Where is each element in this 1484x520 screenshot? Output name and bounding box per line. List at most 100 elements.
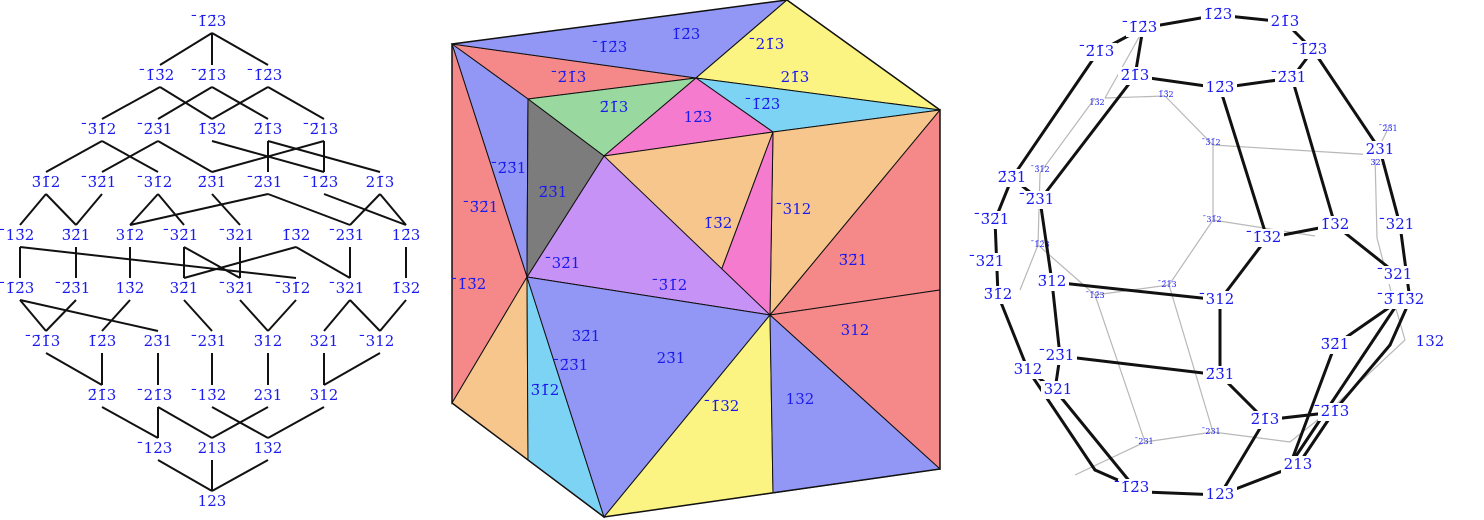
polytope-back-labels: 1̄3̄21̄3̄2̄2̄3̄1̄3̄2̄1̄3̄1̄2̄3̄1̄2̄31̄2̄… — [1030, 90, 1397, 446]
polytope-label-background — [1203, 291, 1237, 309]
polytope-front-edge — [1026, 368, 1097, 472]
polytope-label-background — [1203, 486, 1237, 504]
polytope-back-label: ̄231 — [1201, 427, 1220, 436]
hasse-node-label: 213 — [198, 439, 227, 457]
hasse-edge — [19, 246, 297, 279]
hasse-node-label: ̄32̄1 — [220, 279, 255, 297]
hasse-node-label: 1̄2̄3 — [88, 332, 117, 350]
hasse-node-label: 132 — [254, 439, 283, 457]
hasse-node-label: ̄13̄2 — [192, 386, 227, 404]
hasse-edge — [211, 140, 325, 173]
polytope-front-edge — [1038, 198, 1054, 284]
polytope-front-label: ̄1̄2̄3 — [1293, 40, 1328, 58]
polytope-front-label: 3̄2̄1 — [1321, 335, 1350, 353]
hasse-edge — [183, 246, 241, 279]
hasse-edge — [101, 406, 159, 439]
polytope-back-edge — [1374, 154, 1378, 239]
polytope-front-label: ̄2̄1̄3 — [1080, 42, 1115, 60]
hasse-node-label: ̄3̄1̄2 — [82, 120, 117, 138]
polytope-label-background — [1118, 67, 1152, 85]
hasse-node-label: 312 — [310, 386, 339, 404]
cube-face-label: 1̄2̄3 — [672, 25, 701, 43]
polytope-label-background — [1318, 403, 1352, 421]
polytope-front-edge — [1218, 86, 1269, 240]
cube-face-label: 3̄2̄1 — [839, 251, 868, 269]
hasse-node-label: ̄32̄1 — [164, 226, 199, 244]
polytope-front-label: ̄1̄3̄2 — [1390, 290, 1425, 308]
hasse-edges — [19, 32, 407, 492]
hasse-edge — [211, 86, 269, 120]
polytope-front-label: 312 — [1014, 360, 1043, 378]
polytope-front-label: ̄321 — [1378, 265, 1413, 283]
cube-face-label: ̄2̄3̄1 — [554, 356, 589, 374]
polytope-label-background — [1363, 141, 1397, 159]
polytope-back-label: 1̄3̄2 — [1089, 98, 1104, 107]
hasse-node-label: ̄13̄2 — [0, 226, 34, 244]
polytope-label-background — [1041, 381, 1075, 399]
polytope-front-edge — [1398, 223, 1412, 302]
polytope-label-background — [1203, 366, 1237, 384]
polytope-label-background — [1023, 191, 1057, 209]
hasse-edge — [157, 406, 213, 439]
polytope-back-label: ̄1̄2̄3 — [1085, 291, 1104, 300]
hasse-node-label: 231 — [254, 386, 283, 404]
polytope-front-label: ̄312 — [1200, 290, 1235, 308]
hasse-node-label: ̄2̄31 — [248, 173, 283, 191]
polytope-back-label: ̄3̄1̄2 — [1201, 138, 1220, 147]
hasse-edge — [129, 193, 269, 226]
hasse-node-label: 3̄1̄2 — [32, 173, 61, 191]
cube-face-label: ̄1̄3̄2 — [452, 275, 487, 293]
polytope-front-edges — [993, 13, 1412, 497]
cube-face-label: ̄3̄1̄2 — [653, 276, 688, 294]
hasse-node-label: 21̄3 — [366, 173, 395, 191]
hasse-edge — [19, 299, 47, 332]
polytope-front-label: 321 — [1044, 380, 1073, 398]
hasse-node-label: ̄1̄3̄2 — [140, 66, 175, 84]
polytope-front-edge — [1311, 48, 1382, 152]
polytope-back-edge — [1094, 294, 1146, 443]
polytope-label-background — [1011, 361, 1045, 379]
polytope-front-edge — [1218, 418, 1267, 497]
hasse-edge — [379, 193, 407, 226]
polytope-front-edge — [1010, 50, 1100, 180]
polytope-label-background — [1035, 273, 1069, 291]
hasse-edge — [45, 140, 103, 173]
hasse-edge — [157, 86, 213, 120]
hasse-edge — [267, 299, 297, 332]
polytope-front-edge — [996, 293, 1030, 372]
polytope-front-label: ̄3̄2̄1 — [975, 210, 1010, 228]
cube-face-label: 2̄1̄3 — [600, 98, 629, 116]
polytope-front-label: ̄2̄3̄1 — [1272, 68, 1307, 86]
polytope-back-label: ̄231 — [1134, 437, 1153, 446]
cube-faces — [451, 0, 942, 519]
hasse-edge — [267, 86, 325, 120]
polytope-back-edge — [1329, 339, 1406, 411]
polytope-back-label: ̄31̄2 — [1202, 215, 1221, 224]
polytope-label-background — [1296, 41, 1330, 59]
hasse-edge — [239, 299, 269, 332]
hasse-edge — [159, 32, 213, 66]
polytope-front-edge — [1288, 343, 1337, 467]
cube-face-label: 312 — [841, 321, 870, 339]
hasse-edge — [129, 193, 159, 226]
hasse-node-label: 13̄2 — [116, 279, 145, 297]
cube-face-label: 2̄3̄1 — [539, 183, 568, 201]
polytope-label-background — [1383, 216, 1417, 234]
polytope-front-label: ̄2̄1̄3 — [1315, 402, 1350, 420]
hasse-edge — [101, 86, 161, 120]
polytope-label-background — [1413, 333, 1447, 351]
hasse-node-label: ̄312 — [360, 332, 395, 350]
hasse-edge — [267, 406, 325, 439]
hasse-node-label: 1̄32 — [392, 279, 421, 297]
hasse-node-label: ̄2̄13 — [304, 120, 339, 138]
hasse-edge — [211, 32, 269, 66]
polytope-front-label: 1̄32 — [1321, 215, 1350, 233]
polytope-label-background — [1268, 13, 1302, 31]
polytope-front-label: ̄1̄2̄3 — [1123, 18, 1158, 36]
hasse-edge — [101, 140, 159, 173]
hasse-node-label: ̄1̄2̄3 — [248, 66, 283, 84]
polytope-label-background — [981, 286, 1015, 304]
hasse-edge — [157, 193, 185, 226]
